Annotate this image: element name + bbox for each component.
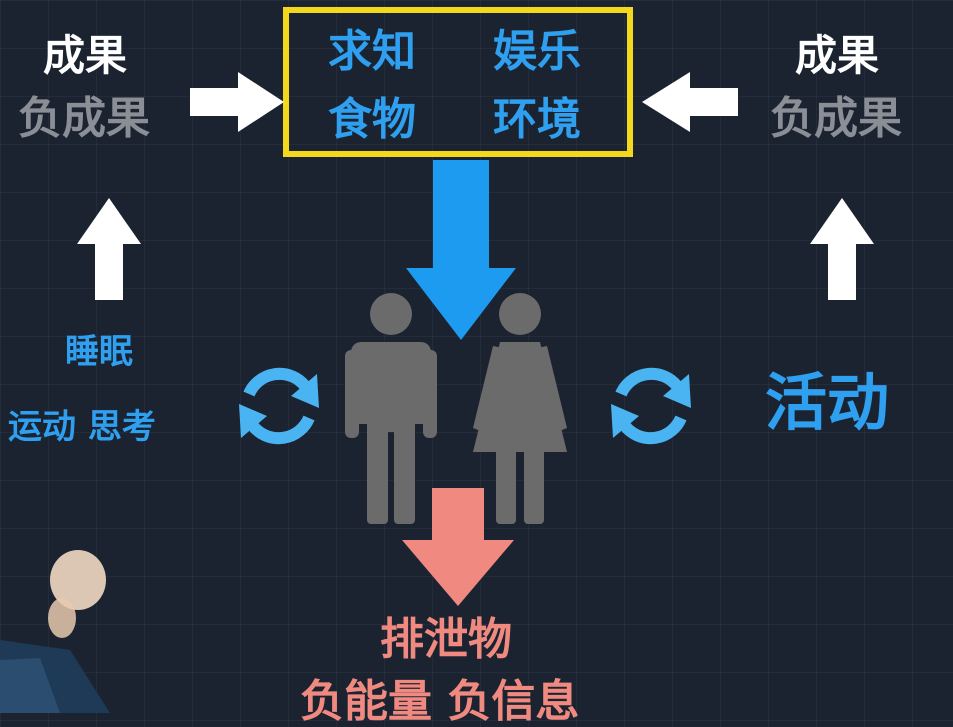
man-icon <box>345 293 437 524</box>
output-excrement-label: 排泄物 <box>380 614 512 665</box>
left-negative-result: 负成果 <box>18 93 150 144</box>
input-box <box>283 7 633 157</box>
left-result: 成果 <box>43 31 128 80</box>
left-sleep-label: 睡眠 <box>65 332 133 372</box>
arrow-down-icon <box>406 160 516 340</box>
refresh-cycle-icon <box>239 367 319 445</box>
presenter-hand <box>0 550 110 713</box>
arrow-right-icon <box>190 72 284 132</box>
input-food: 食物 <box>328 94 416 145</box>
input-seek-knowledge: 求知 <box>328 26 416 77</box>
output-negatives-label: 负能量 负信息 <box>300 676 580 727</box>
input-entertainment: 娱乐 <box>493 26 581 77</box>
right-activity-label: 活动 <box>765 366 890 439</box>
arrow-up-icon <box>77 198 141 300</box>
refresh-cycle-icon <box>611 367 691 445</box>
right-result: 成果 <box>795 31 880 80</box>
right-negative-result: 负成果 <box>770 93 902 144</box>
arrow-up-icon <box>810 198 874 300</box>
arrow-left-icon <box>642 72 738 132</box>
input-environment: 环境 <box>493 94 581 145</box>
left-exercise-thinking-label: 运动 思考 <box>8 407 156 447</box>
arrow-down-icon <box>402 488 514 606</box>
woman-icon <box>473 293 567 524</box>
